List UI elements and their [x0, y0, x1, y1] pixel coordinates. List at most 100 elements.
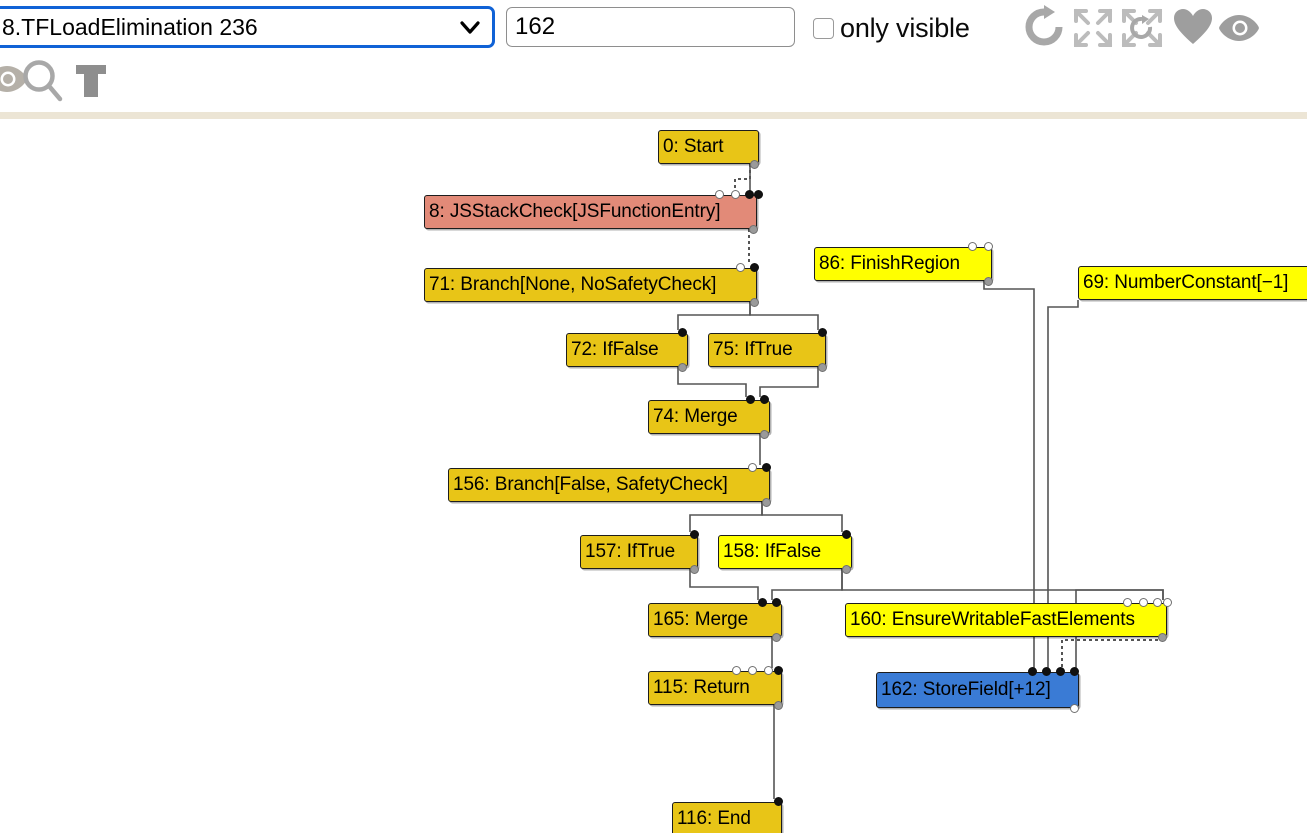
graph-node-74[interactable]: 74: Merge — [648, 400, 770, 434]
node-86-input-port-0 — [968, 242, 977, 251]
graph-node-69[interactable]: 69: NumberConstant[−1] — [1078, 266, 1307, 300]
graph-node-116[interactable]: 116: End — [672, 802, 782, 833]
heart-icon[interactable] — [1172, 7, 1214, 47]
graph-node-0[interactable]: 0: Start — [658, 130, 759, 164]
node-72-output-port-0 — [678, 363, 687, 372]
node-0-output-port-0 — [750, 160, 759, 169]
node-71-input-port-1 — [750, 263, 759, 272]
graph-node-8[interactable]: 8: JSStackCheck[JSFunctionEntry] — [424, 195, 757, 229]
node-74-input-port-1 — [760, 395, 769, 404]
graph-node-label: 162: StoreField[+12] — [881, 679, 1051, 700]
node-8-output-port-0 — [749, 225, 758, 234]
graph-node-160[interactable]: 160: EnsureWritableFastElements — [845, 603, 1167, 637]
refresh-icon[interactable] — [1022, 5, 1066, 49]
edge-layer — [677, 164, 1164, 799]
graph-node-157[interactable]: 157: IfTrue — [580, 535, 698, 569]
node-156-input-port-0 — [748, 463, 757, 472]
graph-node-label: 160: EnsureWritableFastElements — [850, 609, 1135, 630]
graph-node-label: 157: IfTrue — [585, 541, 676, 562]
edge-156-to-157 — [689, 502, 763, 532]
graph-node-label: 156: Branch[False, SafetyCheck] — [453, 474, 728, 495]
node-157-input-port-0 — [690, 530, 699, 539]
graph-node-label: 116: End — [677, 808, 751, 829]
graph-node-162[interactable]: 162: StoreField[+12] — [876, 672, 1079, 708]
graph-node-158[interactable]: 158: IfFalse — [718, 535, 852, 569]
text-icon[interactable] — [74, 62, 108, 100]
node-160-input-port-1 — [1139, 598, 1148, 607]
node-75-input-port-0 — [818, 328, 827, 337]
edge-157-to-165 — [689, 569, 759, 600]
node-165-output-port-0 — [772, 633, 781, 642]
expand-arrows-icon[interactable] — [1072, 7, 1114, 49]
node-160-input-port-3 — [1163, 598, 1172, 607]
graph-node-165[interactable]: 165: Merge — [648, 603, 782, 637]
edge-71-to-75 — [749, 302, 819, 330]
graph-node-label: 75: IfTrue — [713, 339, 793, 360]
edge-156-to-158 — [761, 502, 843, 532]
graph-node-72[interactable]: 72: IfFalse — [566, 333, 688, 367]
node-8-input-port-3 — [754, 190, 763, 199]
graph-node-156[interactable]: 156: Branch[False, SafetyCheck] — [448, 468, 770, 502]
node-71-input-port-0 — [736, 263, 745, 272]
node-86-output-port-0 — [984, 277, 993, 286]
search-icon[interactable] — [20, 58, 64, 104]
node-157-output-port-0 — [690, 565, 699, 574]
graph-node-75[interactable]: 75: IfTrue — [708, 333, 826, 367]
graph-canvas[interactable]: 0: Start 8: JSStackCheck[JSFunctionEntry]… — [0, 119, 1307, 833]
node-156-output-port-0 — [762, 498, 771, 507]
node-158-output-port-0 — [842, 565, 851, 574]
only-visible-checkbox[interactable] — [813, 17, 834, 39]
only-visible-control[interactable]: only visible — [813, 9, 970, 47]
only-visible-label: only visible — [840, 12, 970, 43]
node-74-output-port-0 — [760, 430, 769, 439]
node-160-input-port-2 — [1153, 598, 1162, 607]
node-115-input-port-3 — [774, 666, 783, 675]
node-160-output-port-0 — [1158, 633, 1167, 642]
graph-node-label: 0: Start — [663, 136, 724, 157]
phase-select[interactable]: 8.TFLoadElimination 236 — [0, 6, 495, 48]
fit-selection-icon[interactable] — [1120, 7, 1164, 49]
node-116-input-port-0 — [774, 797, 783, 806]
edge-158-to-165 — [771, 569, 843, 600]
node-115-input-port-2 — [764, 666, 773, 675]
node-162-output-port-0 — [1070, 704, 1079, 713]
node-75-output-port-0 — [818, 363, 827, 372]
node-id-input[interactable] — [506, 7, 795, 47]
node-115-output-port-0 — [774, 701, 783, 710]
graph-node-label: 158: IfFalse — [723, 541, 822, 562]
eye-icon[interactable] — [1218, 12, 1260, 44]
edge-0-to-8 — [734, 164, 751, 192]
node-8-input-port-1 — [731, 190, 740, 199]
node-8-input-port-0 — [715, 190, 724, 199]
node-115-input-port-0 — [732, 666, 741, 675]
eye-icon[interactable] — [0, 63, 28, 95]
edge-75-to-74 — [759, 367, 819, 397]
node-72-input-port-0 — [678, 328, 687, 337]
graph-node-label: 86: FinishRegion — [819, 253, 960, 274]
edge-158-to-160 — [841, 569, 1164, 600]
node-115-input-port-1 — [748, 666, 757, 675]
node-165-input-port-1 — [772, 598, 781, 607]
toolbar: 8.TFLoadElimination 236 only visible — [0, 0, 1307, 112]
graph-node-label: 72: IfFalse — [571, 339, 659, 360]
toolbar-divider — [0, 112, 1307, 119]
graph-node-86[interactable]: 86: FinishRegion — [814, 247, 992, 281]
graph-node-label: 115: Return — [653, 677, 750, 698]
node-8-input-port-2 — [745, 190, 754, 199]
edge-69-to-162 — [1047, 300, 1079, 669]
edge-86-to-162 — [983, 281, 1035, 669]
edge-72-to-74 — [677, 367, 747, 397]
node-86-input-port-1 — [984, 242, 993, 251]
node-162-input-port-3 — [1070, 667, 1079, 676]
node-158-input-port-0 — [842, 530, 851, 539]
graph-node-115[interactable]: 115: Return — [648, 671, 782, 705]
edge-160-to-162 — [1061, 639, 1158, 669]
graph-node-71[interactable]: 71: Branch[None, NoSafetyCheck] — [424, 268, 757, 302]
graph-node-label: 165: Merge — [653, 609, 749, 630]
node-162-input-port-0 — [1028, 667, 1037, 676]
node-165-input-port-0 — [758, 598, 767, 607]
graph-node-label: 71: Branch[None, NoSafetyCheck] — [429, 274, 717, 295]
graph-node-label: 74: Merge — [653, 406, 738, 427]
node-156-input-port-1 — [762, 463, 771, 472]
node-162-input-port-1 — [1042, 667, 1051, 676]
